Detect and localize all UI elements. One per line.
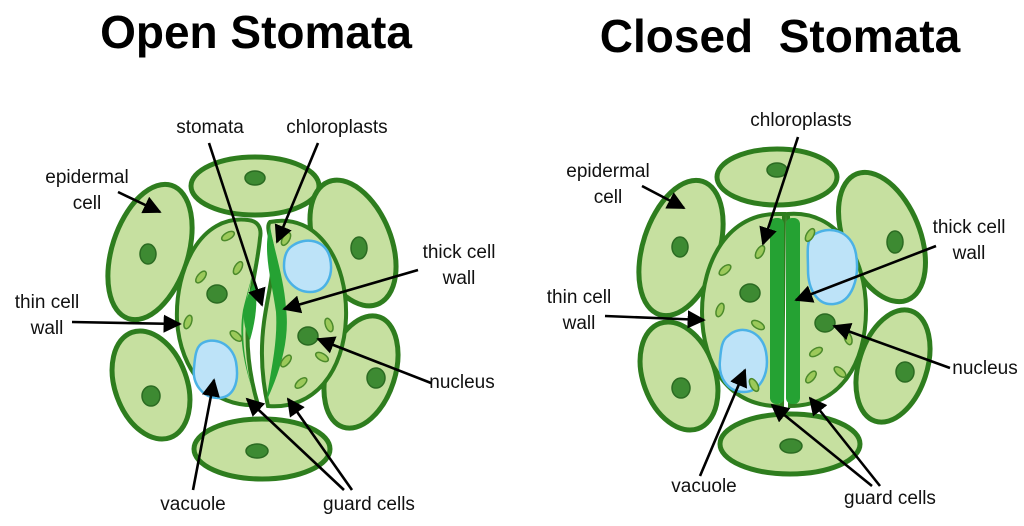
chloroplast [804,227,816,243]
label-nucleus: nucleus [429,372,495,393]
open-arrows [71,142,432,491]
epidermal-nucleus [766,162,788,178]
vacuole [192,339,239,400]
arrow-stomata [207,142,266,307]
label-thick-cell-wall-line2: wall [952,243,986,264]
chloroplast [314,351,330,363]
arrow-thick-cell-wall [794,244,937,303]
open-stomata-title: Open Stomata [100,6,412,58]
epidermal-nucleus [244,170,266,186]
epidermal-nucleus [350,236,368,260]
epidermal-nucleus [139,243,157,265]
label-chloroplasts: chloroplasts [750,110,851,131]
label-guard-cells: guard cells [844,488,936,509]
arrow-thick-cell-wall [282,268,419,314]
guard-nucleus [814,313,836,333]
label-thin-cell-wall-line1: thin cell [547,287,611,308]
arrow-nucleus [316,336,432,385]
open-labels: stomata chloroplasts epidermal cell thic… [15,117,496,515]
label-stomata: stomata [176,117,244,138]
closed-labels: chloroplasts epidermal cell thick cell w… [547,110,1018,509]
vacuole [718,328,769,394]
label-vacuole: vacuole [160,494,226,515]
open-stomata-panel: Open Stomata [15,6,496,515]
chloroplast [833,366,847,378]
arrow-nucleus [832,323,951,370]
arrow-thin-cell-wall [604,310,706,329]
closed-stomata-title: Closed Stomata [600,10,961,62]
arrow-chloroplasts [274,142,320,244]
label-epidermal-cell-line1: epidermal [566,161,649,182]
chloroplast [294,377,308,389]
epidermal-nucleus [779,438,803,454]
vacuole [282,239,333,294]
epidermal-nucleus [366,367,386,389]
closed-arrows [604,136,951,488]
arrow-vacuole [698,368,747,477]
epidermal-nucleus [245,443,269,459]
label-guard-cells: guard cells [323,494,415,515]
arrow-guard-cells-2 [808,396,882,487]
chloroplast [718,264,732,276]
arrow-guard-cells-1 [770,403,873,488]
arrow-epidermal-cell [117,190,162,214]
chloroplast [748,377,760,393]
chloroplast [324,317,334,333]
label-epidermal-cell-line1: epidermal [45,167,128,188]
open-guard-cells [174,217,349,409]
guard-nucleus [206,284,228,304]
epidermal-nucleus [671,377,691,399]
arrow-guard-cells-1 [245,397,345,491]
label-thick-cell-wall-line2: wall [442,268,476,289]
label-thick-cell-wall-line1: thick cell [933,217,1006,238]
chloroplast [808,346,824,358]
label-chloroplasts: chloroplasts [286,117,387,138]
epidermal-nucleus [141,385,161,407]
chloroplast [750,319,766,331]
chloroplast [805,370,817,384]
chloroplast [715,302,725,318]
label-thin-cell-wall-line2: wall [30,318,64,339]
label-thin-cell-wall-line1: thin cell [15,292,79,313]
vacuole [806,228,859,306]
chloroplast [229,330,243,342]
epidermal-nucleus [671,236,689,258]
guard-nucleus [297,326,319,346]
chloroplast [754,244,766,260]
thick-cell-wall-left [770,218,784,404]
guard-nucleus [739,283,761,303]
arrow-guard-cells-2 [286,397,354,491]
chloroplast [183,314,193,330]
epidermal-nucleus [895,361,915,383]
epidermal-nucleus [886,230,904,254]
arrow-chloroplasts [759,136,800,246]
label-thick-cell-wall-line1: thick cell [423,242,496,263]
chloroplast [195,270,207,284]
chloroplast [220,230,236,242]
arrow-thin-cell-wall [71,314,182,333]
chloroplast [232,260,244,276]
label-thin-cell-wall-line2: wall [562,313,596,334]
label-nucleus: nucleus [952,358,1018,379]
thick-cell-wall-right [786,218,800,404]
label-epidermal-cell-line2: cell [73,193,102,214]
label-epidermal-cell-line2: cell [594,187,623,208]
arrow-vacuole [191,378,220,491]
chloroplast [280,354,292,368]
thick-cell-wall-right [266,226,287,402]
epidermal-cell [109,328,193,442]
closed-guard-cells [699,211,869,409]
label-vacuole: vacuole [671,476,737,497]
arrow-epidermal-cell [641,184,686,210]
closed-stomata-panel: Closed Stomata [547,10,1018,509]
